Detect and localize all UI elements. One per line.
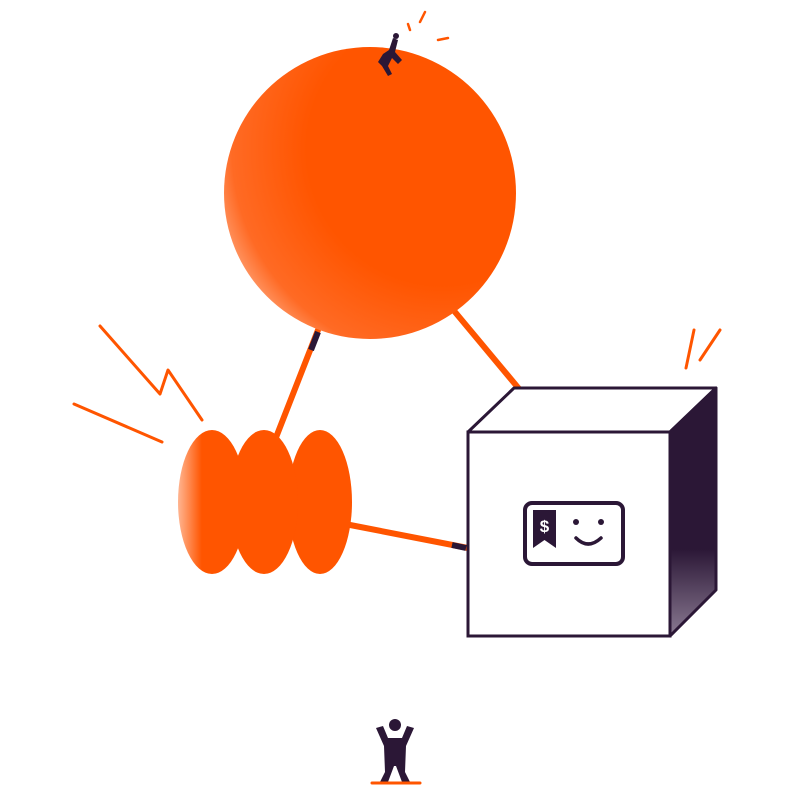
connector-dark-tip <box>308 330 321 352</box>
cube-side-face <box>668 386 718 638</box>
connector-discs-to-cube <box>342 521 471 551</box>
spark-marks-left <box>72 324 204 444</box>
connector-dark-tip-2 <box>451 542 467 551</box>
triple-orange-disc-cluster <box>178 430 352 574</box>
connector-sphere-to-cube <box>452 309 523 393</box>
smiley-left-eye <box>573 519 579 525</box>
standing-person-figure <box>370 719 422 785</box>
smiley-mouth <box>574 536 603 546</box>
connector-lines <box>272 309 523 551</box>
spark-marks-top <box>406 10 450 42</box>
payment-card-icon: $ <box>523 501 625 566</box>
smiley-right-eye <box>598 519 604 525</box>
tiny-climber-figure <box>378 33 402 76</box>
dollar-sign-glyph: $ <box>540 517 550 536</box>
large-orange-sphere <box>224 47 516 339</box>
white-cube <box>466 386 718 638</box>
spark-marks-right <box>684 328 722 370</box>
